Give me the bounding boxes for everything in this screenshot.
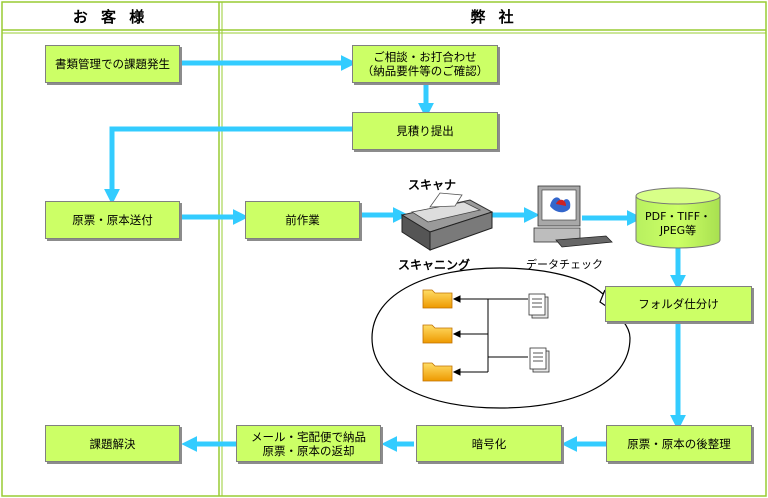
document-icon (528, 293, 549, 319)
data-format-label: PDF・TIFF・ JPEG等 (644, 210, 712, 237)
step-consultation: ご相談・お打合わせ （納品要件等のご確認） (352, 45, 498, 83)
step-pre-work: 前作業 (245, 201, 360, 239)
step-folder-sort: フォルダ仕分け (605, 286, 752, 322)
scanning-label: スキャニング (398, 258, 471, 272)
folder-icon (422, 324, 453, 344)
customer-lane-header: お 客 様 (72, 7, 149, 26)
scanner-icon (400, 192, 494, 251)
arrow-s3-s4 (103, 126, 352, 205)
company-lane-header: 弊 社 (470, 7, 518, 26)
computer-icon (533, 185, 613, 248)
data-check-label: データチェック (526, 258, 603, 271)
folder-sort-bubble (371, 267, 631, 409)
step-delivery-return: メール・宅配便で納品 原票・原本の返却 (236, 425, 381, 462)
step-issue-resolved: 課題解決 (45, 425, 180, 462)
document-icon (529, 347, 550, 373)
folder-icon (422, 289, 453, 309)
flow-arrows (103, 54, 687, 453)
scanner-title-label: スキャナ (408, 178, 457, 192)
data-format-cylinder (635, 187, 721, 249)
step-post-organize: 原票・原本の後整理 (606, 425, 752, 462)
step-send-originals: 原票・原本送付 (45, 201, 180, 239)
folder-icon (422, 362, 453, 382)
step-estimate: 見積り提出 (352, 112, 498, 150)
step-encryption: 暗号化 (416, 425, 562, 462)
step-issue-occurs: 書類管理での課題発生 (45, 45, 180, 83)
